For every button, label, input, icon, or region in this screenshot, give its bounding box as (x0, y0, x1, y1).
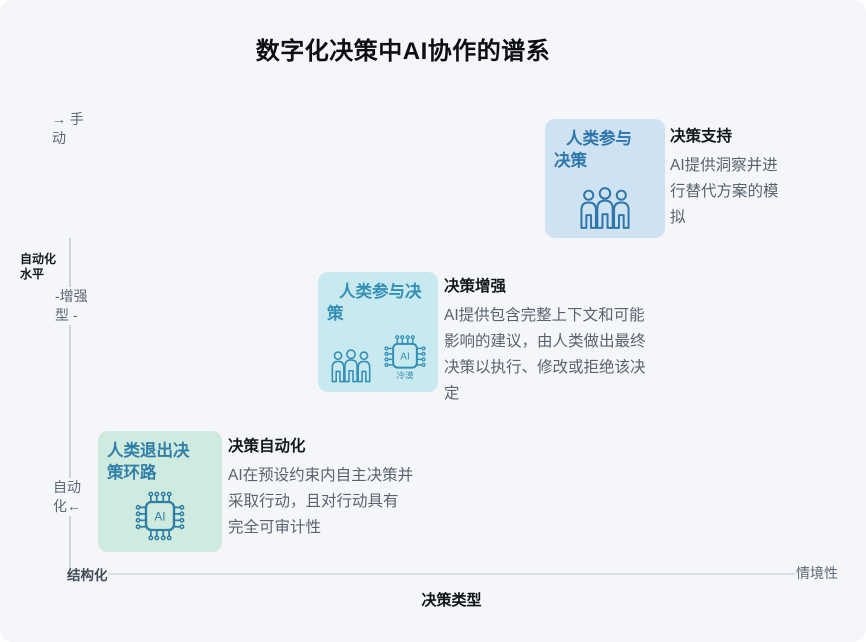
decision-automation-description: AI在预设约束内自主决策并 采取行动，且对行动具有 完全可审计性 (228, 467, 414, 536)
x-axis-name: 决策类型 (421, 592, 482, 609)
people-group-icon (576, 184, 634, 230)
y-axis-line (69, 238, 71, 570)
decision-augmentation-label: 决策增强 (444, 278, 507, 295)
card-decision-automation: 人类退出决 策环路 AI (98, 431, 222, 552)
card-title: 人类退出决 策环路 (107, 442, 190, 482)
decision-automation-label: 决策自动化 (228, 438, 306, 455)
decision-support-label: 决策支持 (670, 128, 733, 145)
ai-chip-icon: AI (130, 488, 190, 544)
decision-augmentation-description: AI提供包含完整上下文和可能 影响的建议，由人类做出最终 决策以执行、修改或拒绝… (444, 307, 646, 402)
decision-augmentation-text: 决策增强 AI提供包含完整上下文和可能 影响的建议，由人类做出最终 决策以执行、… (444, 274, 664, 407)
decision-automation-text: 决策自动化 AI在预设约束内自主决策并 采取行动，且对行动具有 完全可审计性 (228, 434, 448, 541)
decision-support-text: 决策支持 AI提供洞察并进 行替代方案的模 拟 (670, 124, 820, 231)
card-title: 人类参与 决策 (554, 130, 632, 170)
x-axis-right-label: 情境性 (796, 565, 838, 581)
ai-chip-icon: AI (381, 332, 429, 384)
svg-text:AI: AI (400, 351, 409, 362)
svg-text:AI: AI (154, 509, 165, 523)
card-title: 人类参与决 策 (327, 283, 422, 323)
x-axis-line (108, 573, 795, 575)
page-title: 数字化决策中AI协作的谱系 (255, 38, 551, 65)
people-group-icon (328, 346, 374, 384)
card-decision-augmentation: 人类参与决 策 (318, 272, 438, 392)
y-axis-mid-label: -增强 型 - (53, 287, 90, 325)
y-axis-name: 自动化 水平 (20, 252, 57, 281)
x-axis-left-label: 结构化 (67, 568, 108, 583)
y-axis-bottom-label: 自动 化← (51, 478, 83, 516)
decision-support-description: AI提供洞察并进 行替代方案的模 拟 (670, 157, 779, 226)
y-axis-top-label: → 手 动 (52, 111, 84, 146)
svg-text:冷漠: 冷漠 (396, 370, 414, 381)
card-decision-support: 人类参与 决策 (545, 119, 665, 238)
